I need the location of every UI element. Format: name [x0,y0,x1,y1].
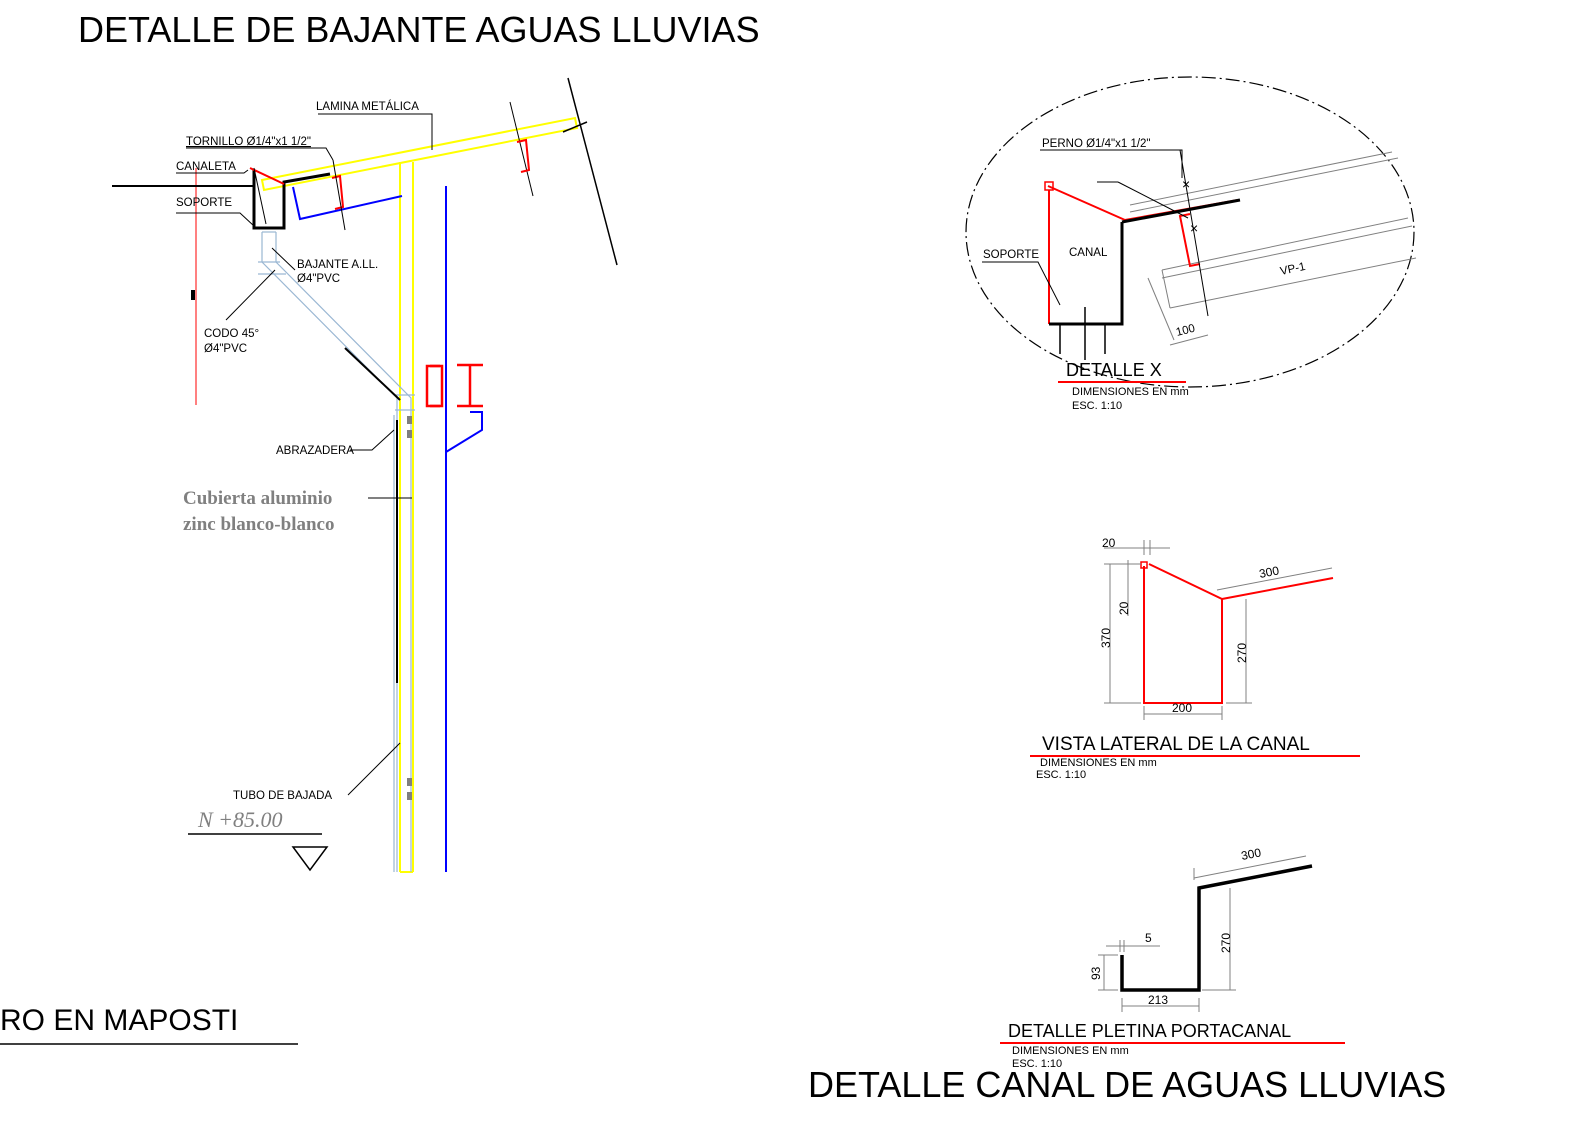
dim-270-lateral: 270 [1235,643,1249,663]
label-perno: PERNO Ø1/4"x1 1/2" [1042,138,1151,150]
label-bajante-2: Ø4"PVC [297,273,340,285]
gutter [252,170,331,230]
dim-93: 93 [1089,966,1103,980]
detalle-x-title: DETALLE X [1066,360,1162,380]
label-cubierta-1: Cubierta aluminio [183,488,332,509]
label-soporte: SOPORTE [176,197,232,209]
label-codo-1: CODO 45° [204,328,259,340]
label-soporte-x: SOPORTE [983,249,1039,261]
title-bajante: DETALLE DE BAJANTE AGUAS LLUVIAS [78,9,760,50]
purlin-red [516,138,531,173]
dim-270-pletina: 270 [1219,933,1233,953]
detalle-x-scale: ESC. 1:10 [1072,400,1122,412]
label-tubo: TUBO DE BAJADA [233,790,332,802]
dim-300-pletina: 300 [1240,845,1263,863]
label-lamina: LAMINA METÁLICA [316,100,419,113]
dim-5: 5 [1145,931,1152,945]
pletina: 300 270 5 93 213 DETALLE PLETINA PORTACA… [1000,845,1345,1070]
title-muro: RO EN MAPOSTI [0,1004,238,1037]
label-canaleta: CANALETA [176,161,236,173]
dim-200: 200 [1172,701,1192,715]
detalle-x: × × PERNO Ø1/4"x1 1/2" SOPORTE CANAL VP-… [965,76,1417,412]
detalle-x-dims: DIMENSIONES EN mm [1072,386,1189,398]
dim-300-lateral: 300 [1258,563,1281,581]
pletina-scale: ESC. 1:10 [1012,1058,1062,1070]
dim-213: 213 [1148,993,1168,1007]
dim-20-top: 20 [1102,536,1116,550]
label-bajante-1: BAJANTE A.LL. [297,259,378,271]
section-cut [567,77,618,266]
title-canal: DETALLE CANAL DE AGUAS LLUVIAS [808,1064,1446,1105]
pletina-title: DETALLE PLETINA PORTACANAL [1008,1021,1291,1041]
pletina-profile [1120,864,1313,992]
i-beam [425,363,483,408]
label-codo-2: Ø4"PVC [204,343,247,355]
pletina-dims: DIMENSIONES EN mm [1012,1045,1129,1057]
label-dim-100: 100 [1175,323,1197,339]
dim-370: 370 [1099,628,1113,648]
vista-lateral-title: VISTA LATERAL DE LA CANAL [1042,734,1310,755]
label-tornillo: TORNILLO Ø1/4"x1 1/2" [186,136,311,148]
vista-lateral-dims: DIMENSIONES EN mm [1040,757,1157,769]
bajante-detail: LAMINA METÁLICA TORNILLO Ø1/4"x1 1/2" CA… [112,77,618,873]
label-vp: VP-1 [1279,261,1307,278]
roof-sheet [260,116,579,192]
purlin-support [292,186,403,221]
svg-text:×: × [1182,176,1190,192]
dim-20-side: 20 [1117,601,1131,615]
level-marker [291,846,329,872]
downpipe [258,231,415,872]
svg-text:×: × [1190,220,1198,236]
detail-ellipse [965,76,1415,388]
label-nivel: N +85.00 [197,807,283,832]
label-abrazadera: ABRAZADERA [276,445,354,457]
bracket [445,411,483,453]
vista-lateral: 20 20 370 300 270 200 VISTA LATERAL DE L… [1030,536,1360,781]
vista-lateral-scale: ESC. 1:10 [1036,769,1086,781]
label-canal-x: CANAL [1069,247,1108,259]
canal-profile [1143,563,1223,704]
label-cubierta-2: zinc blanco-blanco [183,514,334,535]
